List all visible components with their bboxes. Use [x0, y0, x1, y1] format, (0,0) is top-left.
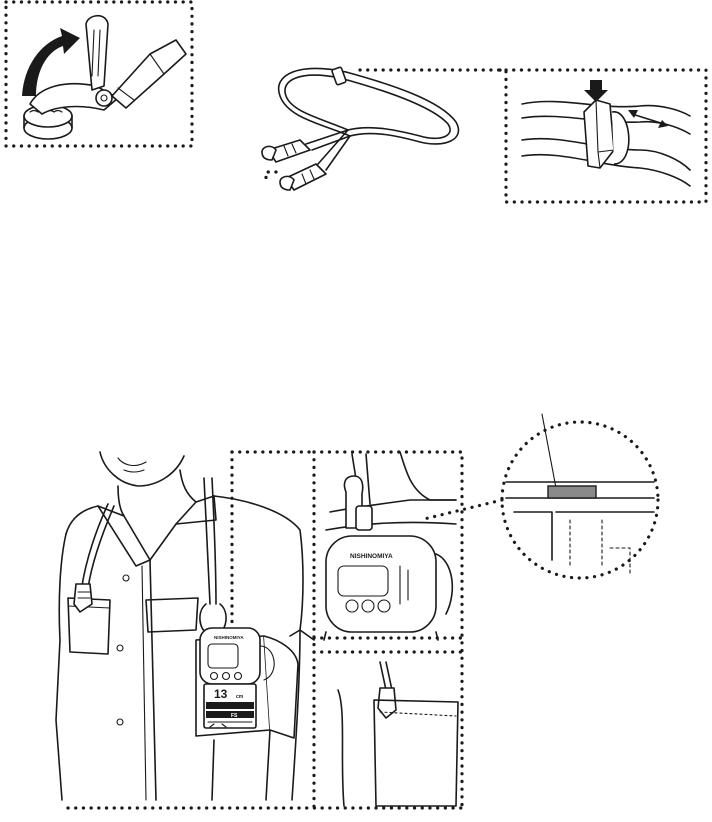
clip-detail-panel [6, 2, 192, 146]
pocket-clip [378, 688, 396, 718]
press-down-arrow-icon [584, 80, 608, 102]
device-brand: NISHINOMIYA [214, 635, 244, 640]
strap-overview [262, 67, 458, 190]
chin [100, 452, 184, 486]
magnified-detail [420, 414, 658, 578]
shirt-button [117, 719, 123, 725]
collar [66, 496, 214, 560]
belt-device [326, 536, 436, 632]
label-bar [206, 702, 254, 709]
shirt-button [123, 575, 129, 581]
strap-slider [332, 67, 347, 85]
label-bar [206, 711, 254, 718]
callout-leader [542, 414, 556, 488]
reading-unit: cm [236, 694, 244, 700]
belt-clip-detail: NISHINOMIYA [324, 452, 456, 640]
clip-lever [86, 16, 108, 90]
pocket-clip-detail [338, 662, 458, 806]
connector-dotline [266, 172, 276, 180]
slider-panel-border [360, 70, 706, 202]
reading-value: 13 [214, 687, 228, 701]
magnify-circle [502, 422, 658, 578]
wearing-illustration: NISHINOMIYA 13 cm FS [56, 452, 314, 800]
right-pocket-flap [146, 598, 198, 632]
slider-detail-panel [360, 70, 706, 202]
strap-end [112, 40, 186, 108]
label-side-mark: FS [231, 713, 238, 719]
belt-device-brand: NISHINOMIYA [350, 553, 393, 560]
shirt-button [117, 645, 123, 651]
marker-tab [548, 486, 596, 498]
